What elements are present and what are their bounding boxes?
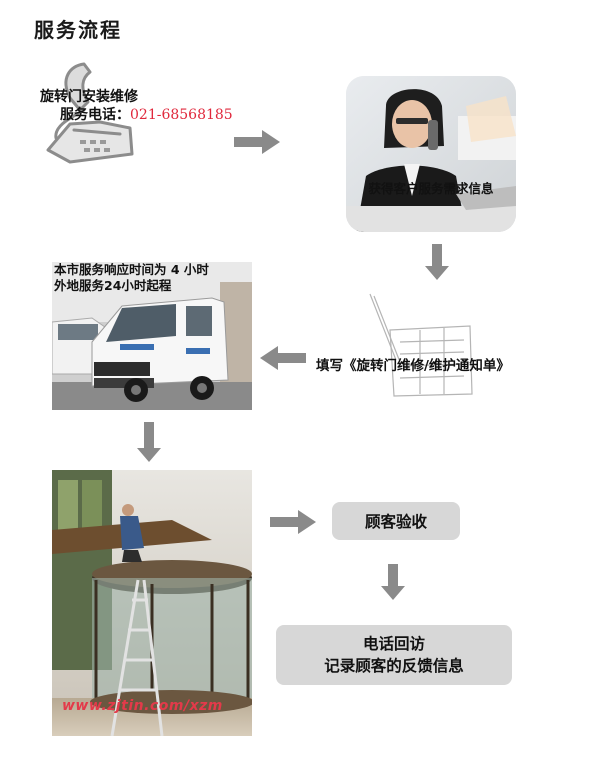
telephone-icon — [46, 62, 134, 164]
arrow-right-icon — [234, 130, 280, 154]
call-center-photo — [346, 76, 516, 232]
callback-line2: 记录顾客的反馈信息 — [324, 657, 464, 675]
callback-line1: 电话回访 — [362, 635, 425, 653]
arrow-down-icon — [381, 564, 405, 600]
response-time-text: 本市服务响应时间为 4 小时 外地服务24小时起程 — [54, 262, 254, 294]
service-info-text: 旋转门安装维修 服务电话：021-68568185 — [40, 88, 250, 124]
form-caption: 填写《旋转门维修/维护通知单》 — [316, 358, 510, 374]
service-phone-label: 服务电话： — [60, 107, 130, 123]
customer-acceptance-box: 顾客验收 — [332, 502, 460, 540]
arrow-right-icon — [270, 510, 316, 534]
response-time-remote: 外地服务24小时起程 — [54, 278, 172, 293]
form-sketch-icon — [369, 293, 473, 397]
callback-box: 电话回访 记录顾客的反馈信息 — [276, 625, 512, 685]
service-title: 旋转门安装维修 — [40, 89, 138, 105]
service-phone-line: 服务电话：021-68568185 — [40, 106, 250, 124]
service-phone-number: 021-68568185 — [130, 107, 233, 123]
customer-acceptance-label: 顾客验收 — [364, 513, 427, 531]
watermark-text: www.zjtin.com/xzm — [62, 698, 223, 714]
arrow-down-icon — [137, 422, 161, 462]
service-van-photo — [52, 262, 252, 410]
call-center-caption: 获得客户服务需求信息 — [368, 181, 494, 196]
page-title: 服务流程 — [34, 18, 122, 42]
door-installation-photo — [52, 470, 252, 736]
arrow-down-icon — [425, 244, 449, 280]
arrow-left-icon — [260, 346, 306, 370]
response-time-local: 本市服务响应时间为 4 小时 — [54, 262, 209, 277]
